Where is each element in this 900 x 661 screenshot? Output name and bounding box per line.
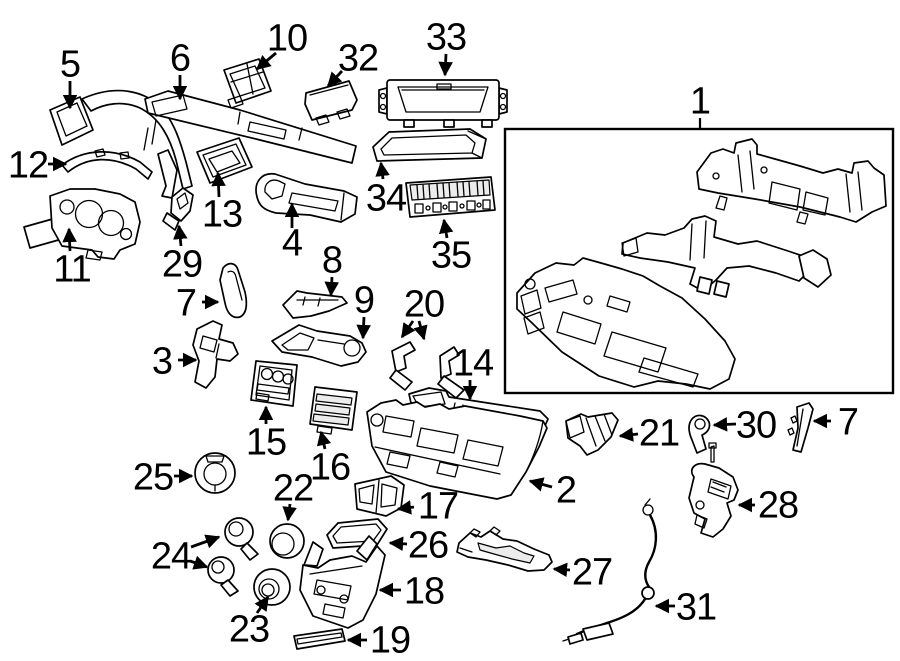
part-20-brackets bbox=[389, 341, 465, 399]
part-7-pillar-trim-left bbox=[219, 262, 248, 319]
callout-34-arrow bbox=[375, 161, 390, 180]
part-21-air-duct bbox=[565, 412, 619, 456]
callout-8-arrow bbox=[324, 276, 339, 297]
callout-16: 16 bbox=[310, 447, 350, 489]
callout-33-arrow bbox=[438, 53, 453, 77]
callout-3: 3 bbox=[152, 341, 172, 383]
part-22-round-bezel bbox=[269, 523, 305, 559]
part-18-console-trim bbox=[299, 535, 386, 629]
callout-6: 6 bbox=[170, 38, 190, 80]
part-30-lever bbox=[688, 414, 711, 454]
callout-7-right: 7 bbox=[838, 402, 858, 444]
callout-35-arrow bbox=[438, 218, 454, 239]
callout-19: 19 bbox=[370, 620, 410, 661]
callout-15: 15 bbox=[246, 422, 286, 464]
callout-27-arrow bbox=[552, 562, 571, 578]
part-10-storage-bin bbox=[223, 58, 272, 109]
callout-22: 22 bbox=[273, 468, 313, 510]
part-16-center-vent bbox=[309, 386, 358, 435]
part-19-lower-strip bbox=[293, 628, 346, 650]
callout-20: 20 bbox=[404, 284, 444, 326]
callout-14: 14 bbox=[453, 343, 494, 385]
part-33-glove-bin bbox=[378, 79, 508, 128]
part-1-panel-substrate bbox=[516, 257, 736, 390]
callout-32: 32 bbox=[338, 38, 378, 80]
part-27-support-bracket bbox=[456, 526, 553, 572]
callout-26: 26 bbox=[408, 525, 448, 567]
callout-24-arrow bbox=[190, 534, 221, 549]
callout-32-arrow bbox=[326, 70, 344, 88]
callout-2: 2 bbox=[556, 470, 576, 512]
callout-20-arrow bbox=[400, 320, 416, 339]
callout-33: 33 bbox=[426, 17, 466, 59]
callout-24-arrow bbox=[189, 555, 209, 570]
callout-21: 21 bbox=[639, 413, 679, 455]
part-23-ring-bezel bbox=[253, 568, 291, 606]
part-13-center-bezel bbox=[196, 137, 253, 184]
callout-29-arrow bbox=[173, 224, 188, 247]
part-1-crossbeam bbox=[696, 138, 887, 225]
callout-30-arrow bbox=[712, 417, 737, 432]
callout-10: 10 bbox=[267, 18, 307, 60]
part-28-shifter-bezel bbox=[688, 442, 739, 538]
part-4-handle-trim bbox=[255, 172, 358, 223]
callout-21-arrow bbox=[618, 427, 639, 442]
callout-35: 35 bbox=[431, 235, 471, 277]
callout-2-arrow bbox=[528, 477, 553, 492]
part-26-trim-strip bbox=[326, 518, 388, 549]
part-34-defroster-vent bbox=[372, 128, 487, 162]
part-7-pillar-trim-right bbox=[787, 402, 814, 453]
part-6-top-molding bbox=[144, 90, 357, 164]
callout-16-arrow bbox=[316, 430, 332, 450]
callout-17-arrow bbox=[396, 500, 415, 515]
callout-31: 31 bbox=[676, 587, 716, 629]
part-35-switch-panel bbox=[405, 176, 496, 218]
part-2-lower-panel bbox=[366, 399, 548, 500]
callout-28: 28 bbox=[758, 485, 798, 527]
callout-1-group: 1 bbox=[690, 81, 710, 123]
callout-12: 12 bbox=[8, 145, 48, 187]
part-24-knobs bbox=[207, 517, 259, 597]
callout-20-arrow bbox=[413, 320, 428, 341]
callout-4: 4 bbox=[282, 223, 303, 265]
callout-22-arrow bbox=[282, 503, 297, 522]
callout-11: 11 bbox=[53, 249, 90, 291]
part-32-cover-panel bbox=[304, 80, 358, 126]
callout-30: 30 bbox=[736, 405, 776, 447]
callout-27: 27 bbox=[572, 552, 612, 594]
callout-8: 8 bbox=[322, 240, 342, 282]
callout-17: 17 bbox=[418, 486, 458, 528]
callout-10-arrow bbox=[255, 51, 277, 71]
callout-13-arrow bbox=[211, 171, 226, 198]
callout-18: 18 bbox=[404, 571, 444, 613]
callout-11-arrow bbox=[62, 227, 77, 252]
part-3-side-panel bbox=[192, 320, 239, 389]
callout-24: 24 bbox=[151, 536, 192, 578]
part-9-lower-reinforcement bbox=[271, 324, 367, 367]
callout-9: 9 bbox=[354, 280, 374, 322]
part-17-cubby bbox=[354, 475, 405, 517]
callout-25: 25 bbox=[133, 457, 173, 499]
group-1-box bbox=[503, 127, 895, 395]
part-1-hvac-duct bbox=[621, 215, 832, 298]
part-15-switch-bank bbox=[250, 360, 298, 407]
callout-13: 13 bbox=[202, 194, 242, 236]
part-8-reinforcement bbox=[282, 290, 348, 319]
callout-5: 5 bbox=[60, 44, 80, 86]
callout-29: 29 bbox=[162, 244, 202, 286]
part-31-shift-cable bbox=[562, 498, 658, 645]
part-25-knob bbox=[194, 452, 236, 494]
callout-7-left: 7 bbox=[176, 283, 196, 325]
callout-9-arrow bbox=[356, 316, 371, 340]
callout-26-arrow bbox=[388, 536, 408, 552]
part-12-trim-strip bbox=[61, 148, 153, 180]
callout-23: 23 bbox=[229, 609, 269, 651]
callout-34: 34 bbox=[366, 178, 407, 220]
callout-23-arrow bbox=[254, 595, 270, 614]
